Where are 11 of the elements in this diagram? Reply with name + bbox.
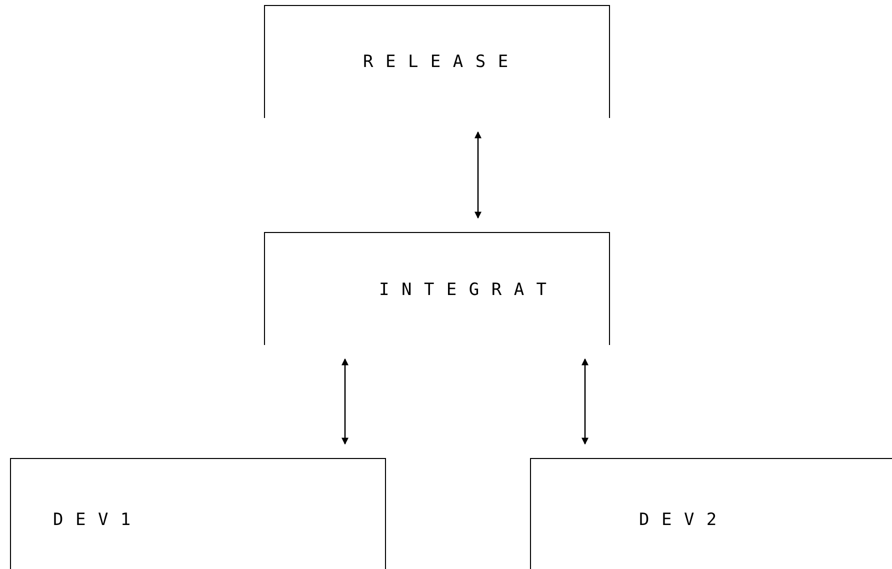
box-label: R E L E A S E bbox=[363, 52, 510, 72]
double-arrow bbox=[342, 358, 348, 445]
box-label: D E V 2 bbox=[639, 510, 718, 530]
process-box bbox=[264, 5, 610, 118]
double-arrow bbox=[474, 131, 482, 219]
process-box bbox=[264, 232, 610, 345]
box-label: I N T E G R A T bbox=[379, 280, 548, 300]
process-box bbox=[10, 458, 386, 569]
double-arrow bbox=[582, 358, 588, 445]
process-box bbox=[530, 458, 892, 569]
box-label: D E V 1 bbox=[53, 510, 132, 530]
